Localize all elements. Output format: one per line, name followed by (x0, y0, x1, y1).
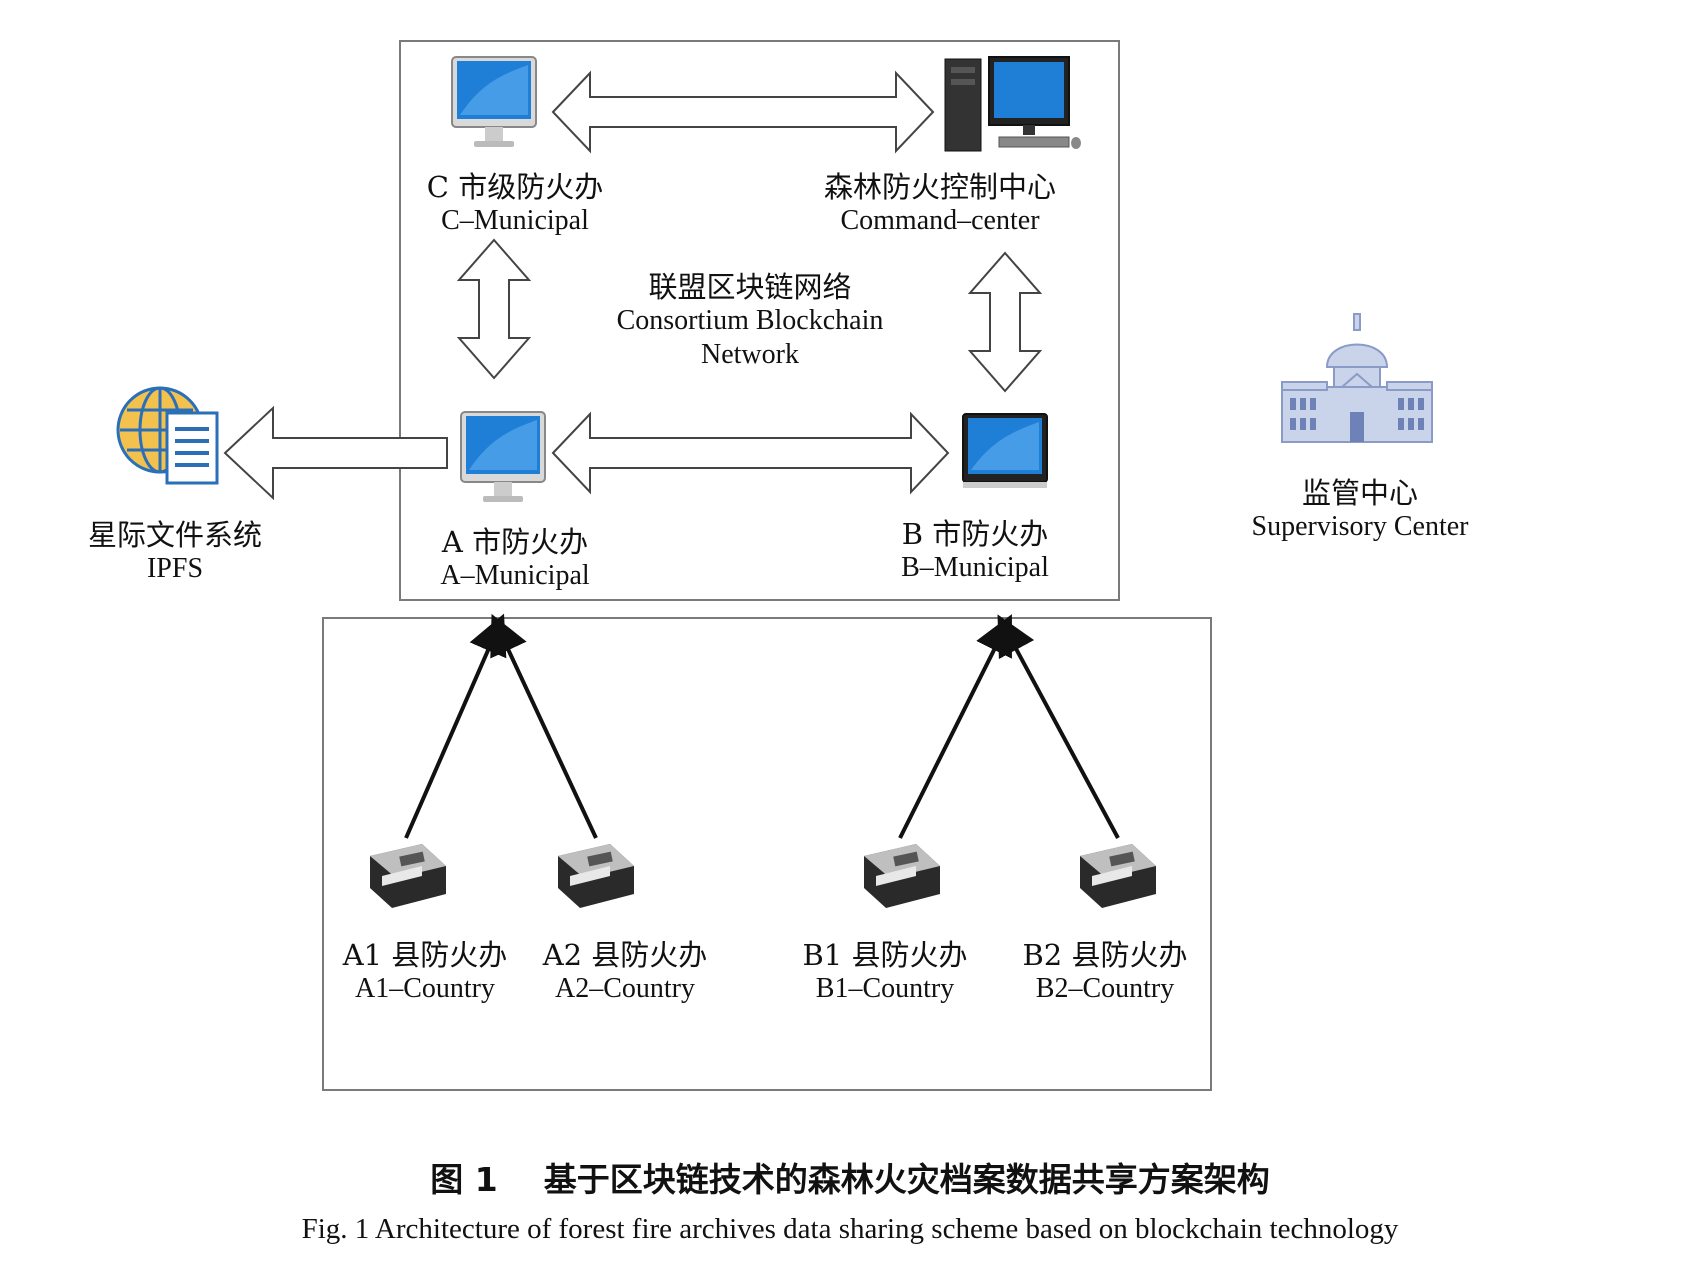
node-label-supervisory: 监管中心 Supervisory Center (1215, 476, 1505, 544)
desktop-monitor-icon (460, 411, 546, 502)
node-label-a1: A1 县防火办 A1–Country (325, 938, 525, 1006)
node-label-c-municipal: C 市级防火办 C–Municipal (395, 170, 635, 238)
b-municipal-cn: B 市防火办 (901, 517, 1049, 551)
a2-en: A2–Country (555, 973, 695, 1004)
figure-caption-en: Fig. 1 Architecture of forest fire archi… (301, 1213, 1399, 1245)
a2-cn: A2 县防火办 (542, 938, 708, 972)
b2-cn: B2 县防火办 (1022, 938, 1188, 972)
b2-en: B2–Country (1035, 973, 1175, 1004)
link-b2-b (997, 614, 1120, 839)
county-level-box (322, 617, 1212, 1091)
desktop-tower-icon (944, 56, 1081, 152)
a1-cn: A1 县防火办 (342, 938, 508, 972)
node-label-b1: B1 县防火办 B1–Country (785, 938, 985, 1006)
network-title-en-2: Network (701, 339, 799, 370)
fax-machine-icon (1080, 844, 1156, 908)
a-municipal-en: A–Municipal (440, 560, 590, 591)
node-label-a-municipal: A 市防火办 A–Municipal (405, 525, 625, 593)
arrow-c-command (551, 70, 935, 154)
globe-document-icon (116, 386, 219, 485)
supervisory-en: Supervisory Center (1251, 511, 1469, 542)
link-a2-a (490, 613, 598, 839)
supervisory-cn: 监管中心 (1301, 476, 1418, 510)
arrow-command-b (967, 251, 1043, 393)
capitol-building-icon (1281, 313, 1433, 443)
desktop-monitor-icon (451, 56, 537, 147)
fax-machine-icon (864, 844, 940, 908)
fax-machine-icon (370, 844, 446, 908)
consortium-network-box (399, 40, 1120, 601)
laptop-icon (962, 413, 1048, 488)
node-label-b-municipal: B 市防火办 B–Municipal (865, 517, 1085, 585)
arrow-c-a (456, 238, 532, 380)
node-label-ipfs: 星际文件系统 IPFS (55, 518, 295, 586)
c-municipal-cn: C 市级防火办 (426, 170, 604, 204)
node-label-a2: A2 县防火办 A2–Country (525, 938, 725, 1006)
network-title-cn: 联盟区块链网络 (648, 270, 852, 304)
a-municipal-cn: A 市防火办 (441, 525, 589, 559)
node-label-command-center: 森林防火控制中心 Command–center (780, 170, 1100, 238)
command-center-en: Command–center (840, 205, 1040, 236)
b1-cn: B1 县防火办 (802, 938, 968, 972)
network-title: 联盟区块链网络 Consortium Blockchain Network (575, 270, 925, 372)
ipfs-en: IPFS (146, 553, 204, 584)
network-title-en-1: Consortium Blockchain (616, 305, 884, 336)
node-label-b2: B2 县防火办 B2–Country (1005, 938, 1205, 1006)
command-center-cn: 森林防火控制中心 (823, 170, 1056, 204)
ipfs-cn: 星际文件系统 (87, 518, 262, 552)
c-municipal-en: C–Municipal (441, 205, 589, 236)
fax-machine-icon (558, 844, 634, 908)
b1-en: B1–Country (815, 973, 955, 1004)
b-municipal-en: B–Municipal (901, 552, 1049, 583)
a1-en: A1–Country (355, 973, 495, 1004)
figure-caption-cn: 图 1 基于区块链技术的森林火灾档案数据共享方案架构 (430, 1160, 1270, 1199)
arrow-a-b (551, 411, 950, 495)
arrow-a-ipfs (223, 405, 448, 501)
link-b1-b (898, 614, 1012, 839)
link-a1-a (404, 613, 507, 839)
